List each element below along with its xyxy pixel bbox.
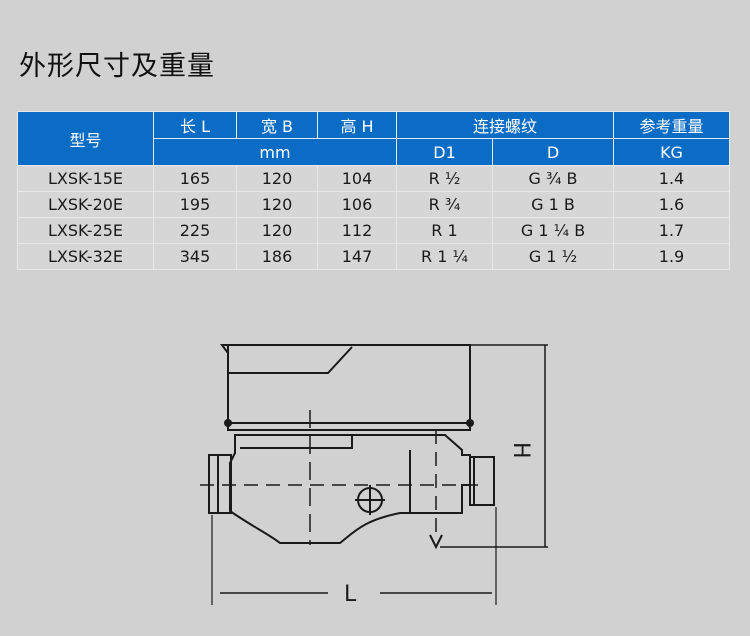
header-height: 高 H bbox=[317, 111, 397, 139]
header-row-2: mm D1 D KG bbox=[18, 138, 731, 166]
cell-length: 195 bbox=[153, 191, 237, 218]
cell-weight: 1.7 bbox=[613, 217, 731, 244]
cell-weight: 1.9 bbox=[613, 243, 731, 270]
cell-d1: R ½ bbox=[396, 165, 493, 192]
cell-length: 225 bbox=[153, 217, 237, 244]
table-row: LXSK-20E 195 120 106 R ¾ G 1 B 1.6 bbox=[17, 191, 731, 218]
cell-d1: R 1 bbox=[396, 217, 493, 244]
height-label: H bbox=[508, 442, 533, 459]
header-unit-kg: KG bbox=[613, 138, 731, 166]
cell-height: 106 bbox=[317, 191, 397, 218]
header-model: 型号 bbox=[17, 111, 154, 166]
cell-weight: 1.4 bbox=[613, 165, 731, 192]
header-d1: D1 bbox=[396, 138, 493, 166]
cell-height: 147 bbox=[317, 243, 397, 270]
cell-width: 120 bbox=[236, 165, 318, 192]
cell-model: LXSK-20E bbox=[17, 191, 154, 218]
cell-weight: 1.6 bbox=[613, 191, 731, 218]
water-meter-dimension-drawing: H L bbox=[200, 344, 548, 607]
table-row: LXSK-32E 345 186 147 R 1 ¼ G 1 ½ 1.9 bbox=[17, 243, 731, 270]
header-thread: 连接螺纹 bbox=[395, 111, 615, 139]
cell-d1: R ¾ bbox=[396, 191, 493, 218]
cell-model: LXSK-25E bbox=[17, 217, 154, 244]
cell-width: 120 bbox=[236, 217, 318, 244]
cell-height: 104 bbox=[317, 165, 397, 192]
cell-model: LXSK-15E bbox=[17, 165, 154, 192]
dimension-weight-table: 型号 长 L 宽 B 高 H 连接螺纹 参考重量 mm D1 D KG LXSK… bbox=[17, 111, 731, 270]
cell-width: 120 bbox=[236, 191, 318, 218]
table-row: LXSK-15E 165 120 104 R ½ G ¾ B 1.4 bbox=[17, 165, 731, 192]
header-unit-mm: mm bbox=[153, 138, 397, 166]
header-weight: 参考重量 bbox=[613, 111, 731, 139]
cell-model: LXSK-32E bbox=[17, 243, 154, 270]
header-width: 宽 B bbox=[236, 111, 318, 139]
cell-height: 112 bbox=[317, 217, 397, 244]
table-row: LXSK-25E 225 120 112 R 1 G 1 ¼ B 1.7 bbox=[17, 217, 731, 244]
cell-d: G 1 ½ bbox=[491, 243, 615, 270]
cell-d: G 1 ¼ B bbox=[491, 217, 615, 244]
header-row-1: 型号 长 L 宽 B 高 H 连接螺纹 参考重量 bbox=[17, 111, 731, 166]
cell-d: G ¾ B bbox=[491, 165, 615, 192]
cell-d1: R 1 ¼ bbox=[396, 243, 493, 270]
cell-length: 345 bbox=[153, 243, 237, 270]
cell-d: G 1 B bbox=[491, 191, 615, 218]
page-title: 外形尺寸及重量 bbox=[19, 51, 215, 82]
header-length: 长 L bbox=[153, 111, 237, 139]
cell-width: 186 bbox=[236, 243, 318, 270]
header-d: D bbox=[491, 138, 615, 166]
length-label: L bbox=[344, 582, 357, 607]
cell-length: 165 bbox=[153, 165, 237, 192]
